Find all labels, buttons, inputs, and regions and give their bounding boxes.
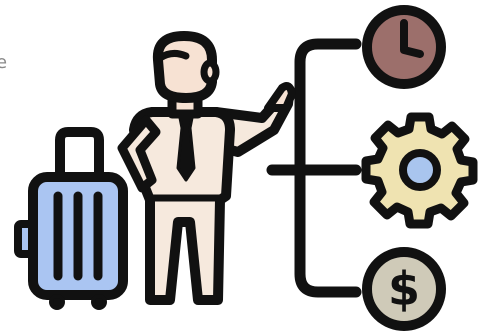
rolling-suitcase-icon (18, 132, 123, 308)
dollar-coin-icon: $ (367, 252, 441, 326)
businessman-pointing-icon (122, 36, 292, 300)
gear-icon (366, 117, 473, 224)
dollar-symbol: $ (388, 262, 420, 316)
clock-icon (367, 10, 441, 84)
connector-bracket (272, 44, 356, 292)
